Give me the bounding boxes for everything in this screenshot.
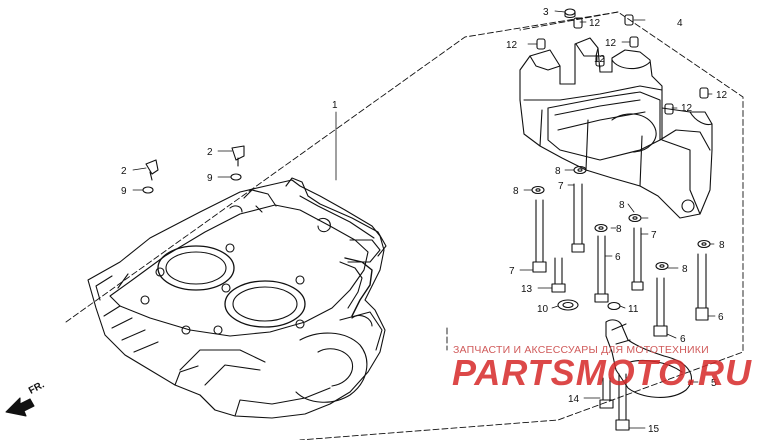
- callout-10: 10: [537, 304, 549, 315]
- leader-lines: [132, 10, 716, 429]
- watermark-caption: ЗАПЧАСТИ И АКСЕССУАРЫ ДЛЯ МОТОТЕХНИКИ: [453, 344, 709, 356]
- callout-8: 8: [513, 186, 519, 197]
- callout-12: 12: [506, 40, 518, 51]
- callout-12: 12: [681, 103, 693, 114]
- watermark-brand: PARTSMOTO.RU: [452, 352, 753, 393]
- callout-6: 6: [680, 334, 686, 345]
- callout-15: 15: [648, 424, 660, 435]
- assembly-outline: [65, 11, 744, 440]
- callout-8: 8: [682, 264, 688, 275]
- callout-8: 8: [555, 166, 561, 177]
- callout-8: 8: [719, 240, 725, 251]
- callout-5: 5: [711, 378, 717, 389]
- callout-1: 1: [332, 100, 338, 111]
- callout-12: 12: [605, 38, 617, 49]
- crankcase-lower: [87, 177, 387, 419]
- front-arrow-icon: [5, 397, 35, 417]
- callout-6: 6: [615, 252, 621, 263]
- callout-3: 3: [543, 7, 549, 18]
- callout-12: 12: [716, 90, 728, 101]
- callout-9: 9: [121, 186, 127, 197]
- callout-2: 2: [121, 166, 127, 177]
- callout-9: 9: [207, 173, 213, 184]
- callout-labels: 3 12 4 12 12 12 12 12 1 2 9 2 9 8 7 8 8 …: [121, 7, 728, 435]
- callout-8: 8: [616, 224, 622, 235]
- callout-4: 4: [677, 18, 683, 29]
- callout-7: 7: [558, 181, 564, 192]
- bearing-carrier: [519, 37, 713, 219]
- callout-12: 12: [594, 54, 606, 65]
- callout-7: 7: [509, 266, 515, 277]
- callout-12: 12: [589, 18, 601, 29]
- callout-14: 14: [568, 394, 580, 405]
- callout-11: 11: [628, 304, 639, 315]
- callout-8: 8: [619, 200, 625, 211]
- callout-7: 7: [651, 230, 657, 241]
- callout-2: 2: [207, 147, 213, 158]
- callout-6: 6: [718, 312, 724, 323]
- callout-13: 13: [521, 284, 533, 295]
